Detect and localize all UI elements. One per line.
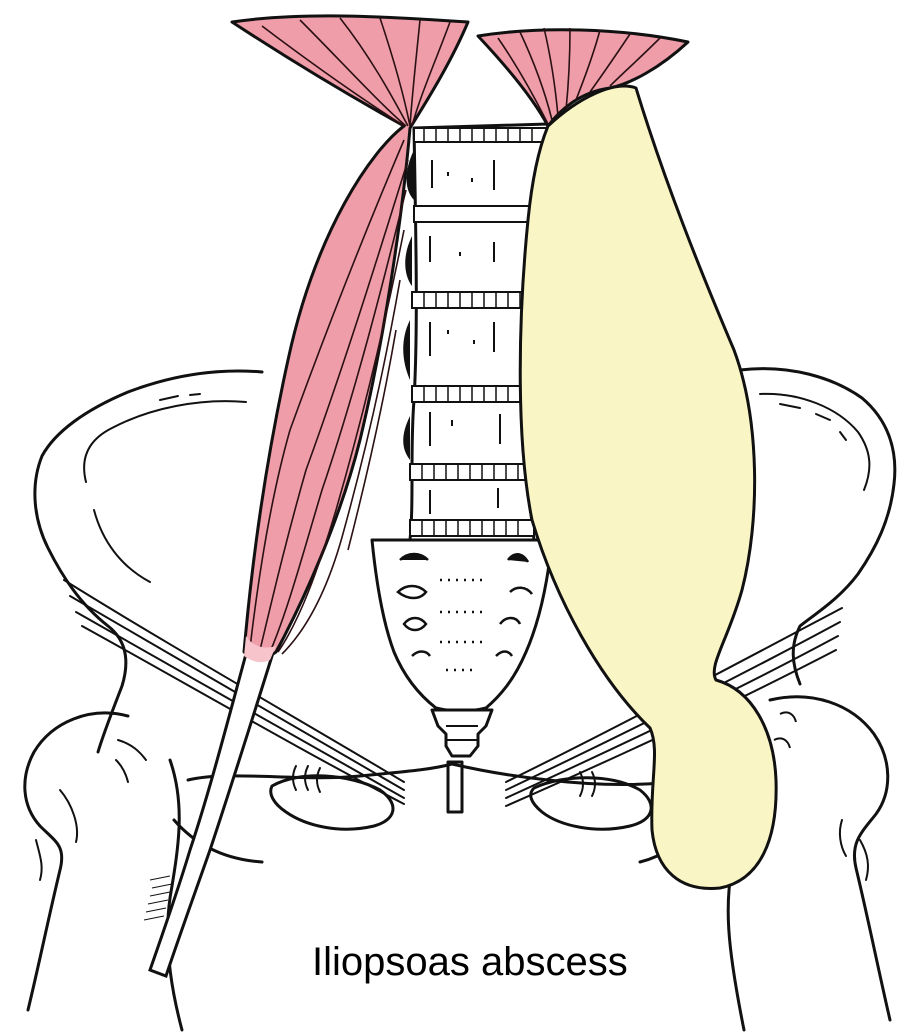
disc-5 — [410, 464, 532, 480]
left-obturator-foramen — [271, 776, 393, 829]
disc-4 — [412, 386, 536, 402]
right-obturator-foramen — [531, 778, 651, 829]
psoas-tendon — [150, 654, 272, 976]
right-iliac-rim-dash — [780, 404, 846, 440]
left-iliac-fossa-line — [94, 510, 150, 582]
coccyx — [432, 710, 492, 756]
abscess-collection — [520, 86, 776, 888]
sacrum-outline — [372, 540, 552, 711]
right-femoral-head — [770, 697, 890, 1020]
left-iliac-rim-dash — [160, 394, 200, 400]
diagram-caption: Iliopsoas abscess — [312, 940, 628, 985]
disc-1 — [414, 128, 548, 142]
right-iliac-inner-rim — [760, 394, 869, 490]
right-acetabulum-detail — [774, 712, 796, 748]
right-iliac-wing — [740, 369, 895, 684]
sacrum — [372, 540, 552, 756]
left-iliac-inner-rim — [84, 401, 246, 482]
left-iliac-wing — [35, 371, 262, 752]
disc-6 — [410, 520, 534, 536]
left-femur-detail — [116, 740, 146, 782]
pubic-symphysis — [448, 762, 462, 812]
disc-2 — [414, 206, 546, 222]
left-greater-trochanter — [36, 790, 77, 880]
